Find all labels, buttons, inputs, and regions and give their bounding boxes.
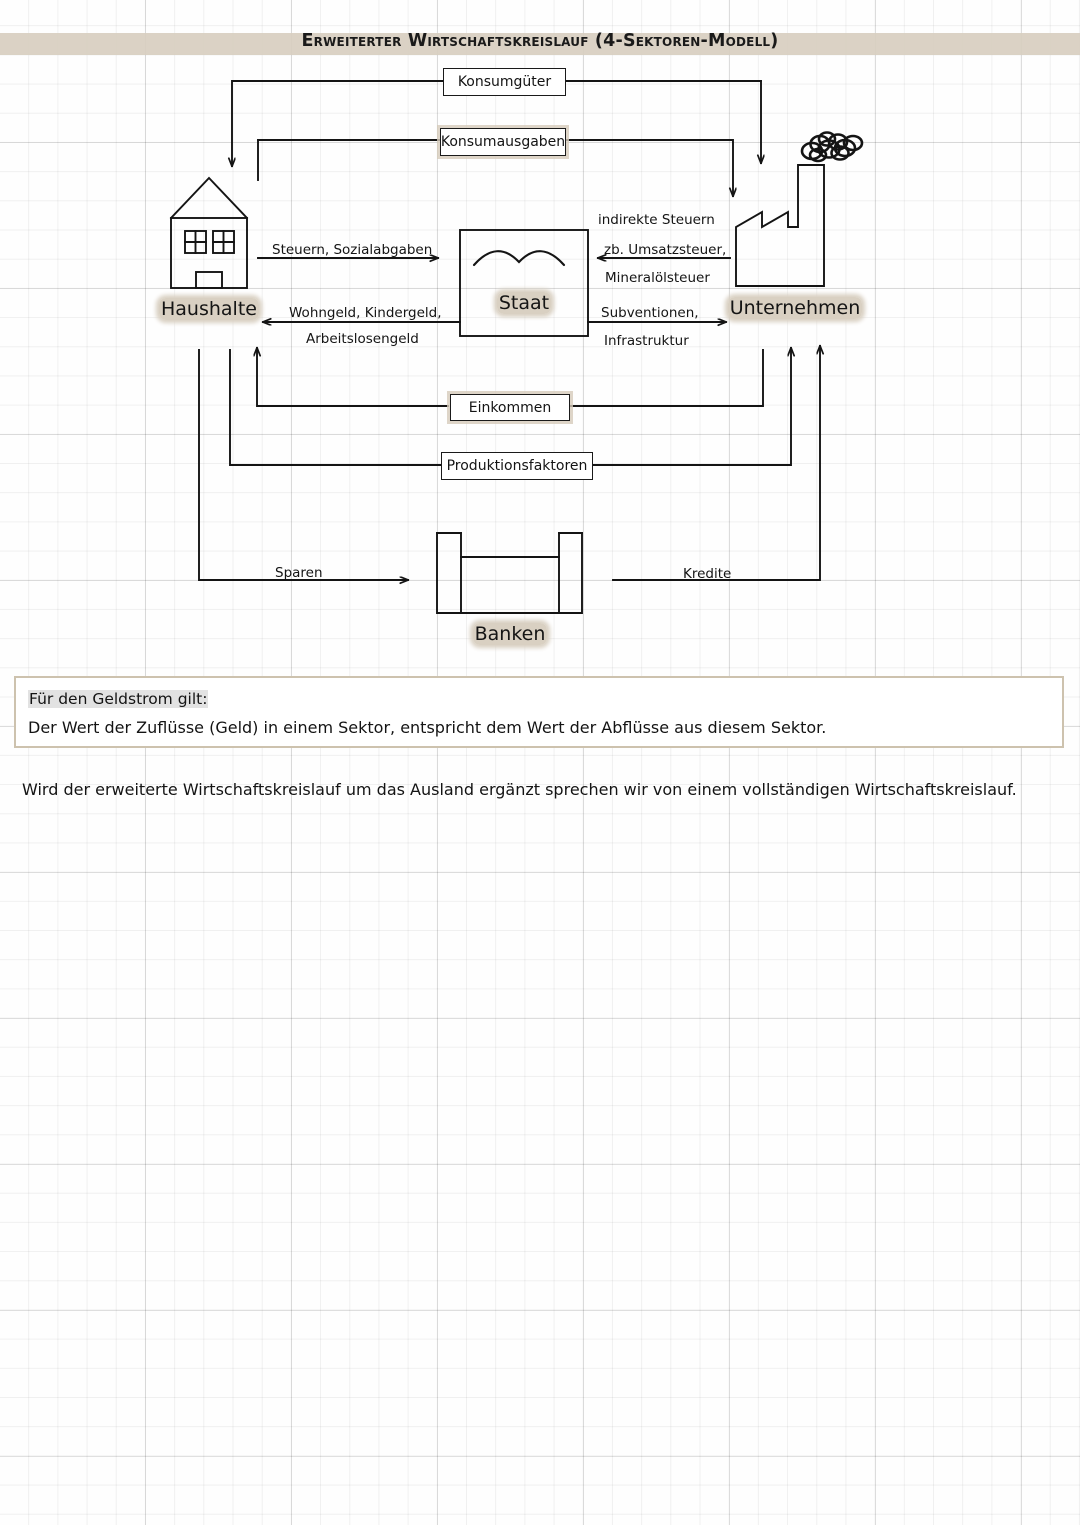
flow-label-indirekte-steuern-line3: Mineralölsteuer [605, 270, 710, 286]
page-title: Erweiterter Wirtschaftskreislauf (4-Sekt… [301, 31, 779, 51]
bank-building-icon [436, 532, 583, 614]
government-building-icon [459, 229, 589, 337]
flow-line-konsumausgaben [257, 139, 733, 196]
node-label-staat-text: Staat [496, 292, 552, 314]
flow-label-produktionsfaktoren: Produktionsfaktoren [441, 452, 593, 480]
flow-line-produktionsfaktoren-right [590, 348, 791, 466]
flow-label-transfers-line1: Wohngeld, Kindergeld, [289, 305, 442, 321]
closing-note: Wird der erweiterte Wirtschaftskreislauf… [22, 780, 1017, 799]
info-heading: Für den Geldstrom gilt: [28, 690, 209, 708]
flow-label-transfers-line2: Arbeitslosengeld [306, 331, 419, 347]
factory-icon [735, 164, 825, 287]
flow-line-kredite [612, 346, 820, 581]
flow-line-produktionsfaktoren-left [229, 349, 442, 466]
flow-line-sparen [198, 349, 408, 580]
node-label-haushalte-text: Haushalte [159, 298, 259, 320]
info-body: Der Wert der Zuflüsse (Geld) in einem Se… [28, 718, 827, 737]
flow-line-einkommen-right [569, 349, 764, 407]
flow-label-sparen: Sparen [275, 565, 323, 581]
flow-label-kredite: Kredite [683, 566, 732, 582]
flow-line-einkommen-left [257, 348, 449, 407]
flow-label-einkommen: Einkommen [450, 394, 570, 421]
node-label-staat: Staat [444, 292, 604, 314]
flow-label-konsumgueter: Konsumgüter [443, 68, 566, 96]
flow-label-indirekte-steuern-line2: zb. Umsatzsteuer, [604, 242, 727, 258]
economic-cycle-diagram [169, 80, 864, 614]
node-label-banken-text: Banken [472, 623, 548, 645]
node-label-banken: Banken [430, 623, 590, 645]
node-label-unternehmen: Unternehmen [700, 297, 890, 319]
flow-label-steuern-sozialabgaben: Steuern, Sozialabgaben [272, 242, 433, 258]
node-label-haushalte: Haushalte [129, 298, 289, 320]
title-highlight-band [0, 33, 1080, 55]
house-icon [169, 176, 249, 289]
info-heading-text: Für den Geldstrom gilt: [28, 690, 209, 708]
node-label-unternehmen-text: Unternehmen [727, 297, 863, 319]
flow-label-subventionen-line1: Subventionen, [601, 305, 699, 321]
info-callout-box [14, 676, 1064, 748]
smoke-icon [800, 131, 864, 163]
flow-label-konsumausgaben: Konsumausgaben [440, 128, 566, 156]
flow-label-subventionen-line2: Infrastruktur [604, 333, 689, 349]
flow-line-konsumgueter-right [502, 80, 761, 163]
flow-label-indirekte-steuern-line1: indirekte Steuern [598, 212, 715, 228]
